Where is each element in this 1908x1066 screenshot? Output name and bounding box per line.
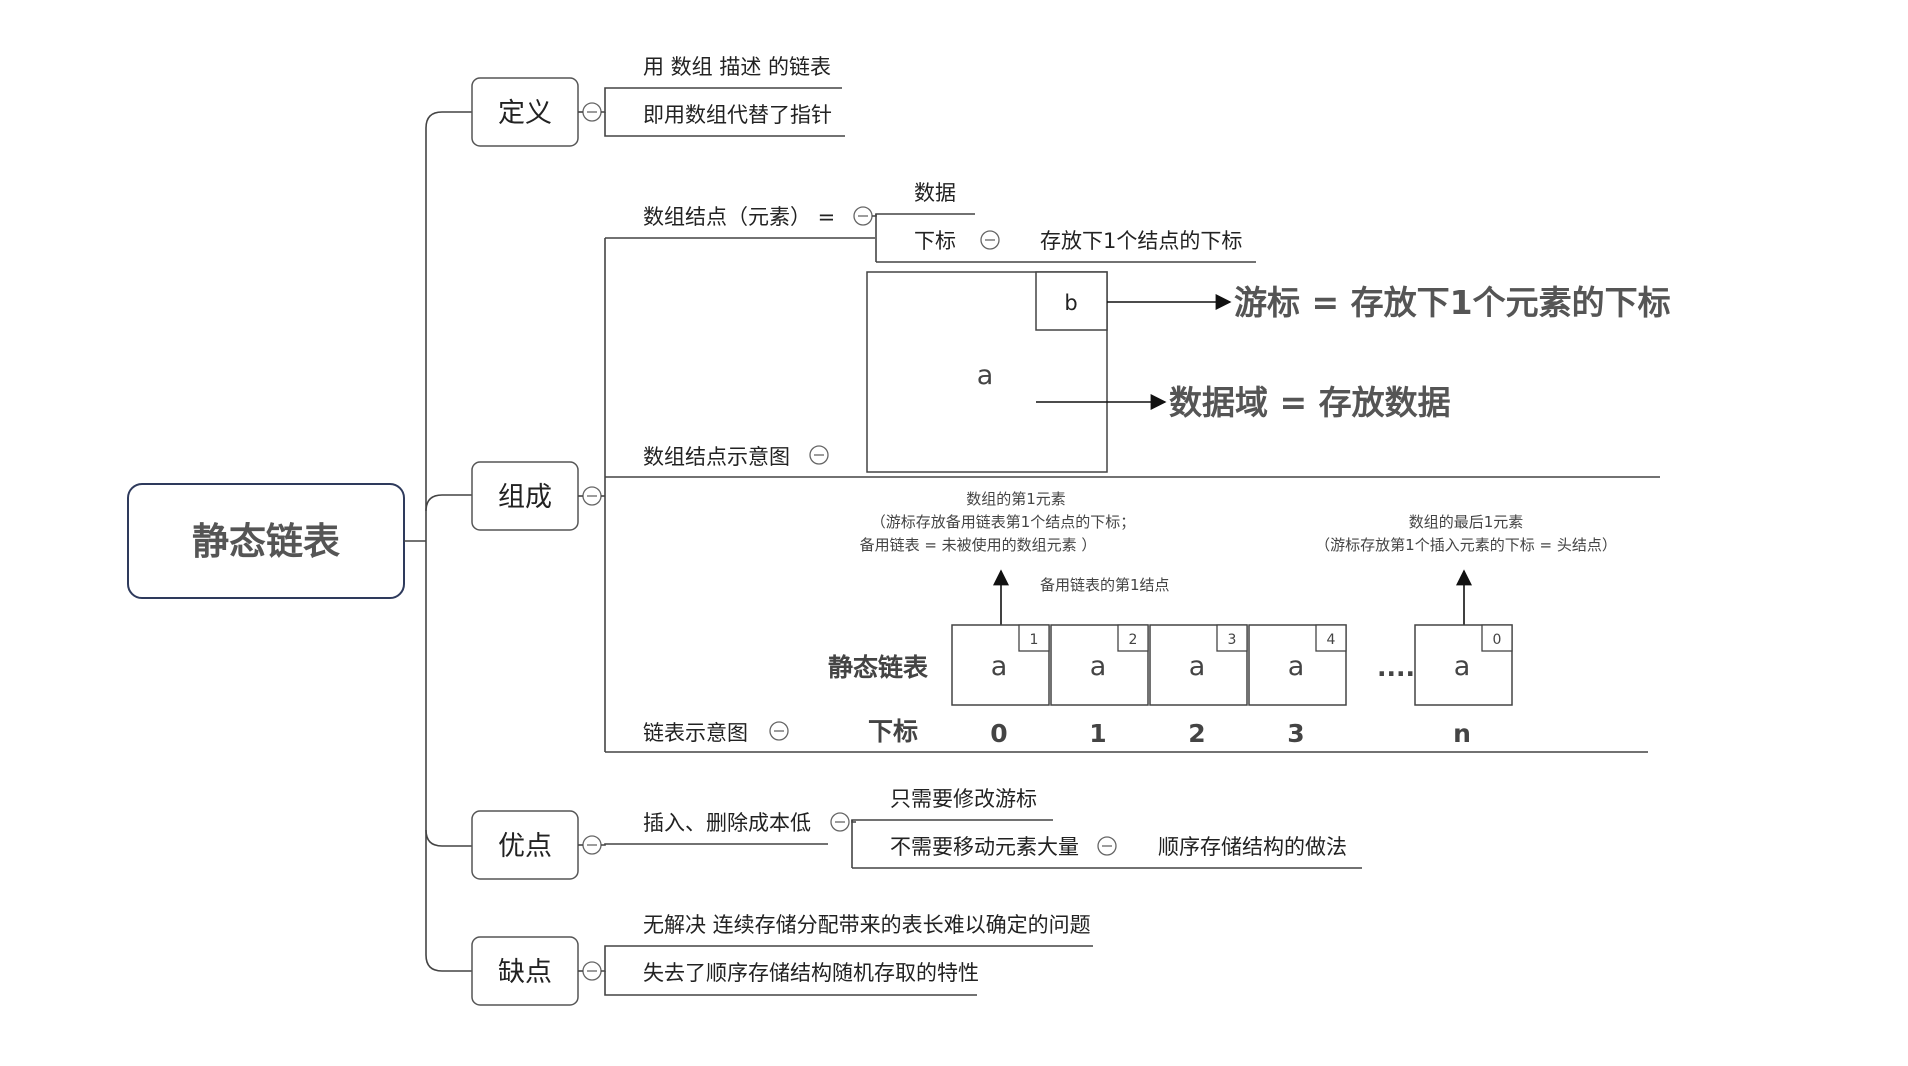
topic-definition[interactable]: 定义 xyxy=(471,77,579,147)
cell-cursor: 3 xyxy=(1228,632,1237,648)
collapse-index-icon[interactable] xyxy=(980,230,1000,250)
cell-index: 3 xyxy=(1287,719,1304,748)
disadvantages-item-2: 失去了顺序存储结构随机存取的特性 xyxy=(643,961,979,985)
collapse-advantages-item-icon[interactable] xyxy=(830,812,850,832)
list-diagram-label: 链表示意图 xyxy=(643,721,748,745)
cell-data: a xyxy=(1189,651,1206,682)
node-child-index: 下标 xyxy=(914,229,956,253)
cell-cursor-box xyxy=(1018,624,1050,652)
topic-composition-label: 组成 xyxy=(498,482,552,513)
node-label: 数组结点（元素） = xyxy=(643,205,835,229)
list-cell: 3 a 2 xyxy=(1149,624,1248,748)
list-cells: 1 a 0 2 a 1 3 a 2 4 a 3 0 a n xyxy=(951,624,1513,748)
advantages-connectors xyxy=(578,819,1362,869)
cell-data: a xyxy=(1454,651,1471,682)
cell-index: n xyxy=(1453,719,1471,748)
data-desc: 数据域 = 存放数据 xyxy=(1169,383,1451,422)
root-title: 静态链表 xyxy=(192,520,340,563)
node-diagram-label: 数组结点示意图 xyxy=(643,445,790,469)
topic-disadvantages-label: 缺点 xyxy=(498,957,552,988)
advantages-child-2: 不需要移动元素大量 xyxy=(890,835,1079,859)
topic-advantages[interactable]: 优点 xyxy=(471,810,579,880)
cell-cursor: 0 xyxy=(1493,632,1502,648)
topic-disadvantages[interactable]: 缺点 xyxy=(471,936,579,1006)
collapse-composition-icon[interactable] xyxy=(582,486,602,506)
cell-data: a xyxy=(991,651,1008,682)
topic-advantages-label: 优点 xyxy=(498,831,552,862)
cell-cursor-box xyxy=(1216,624,1248,652)
cell-cursor: 1 xyxy=(1030,632,1039,648)
node-data-char: a xyxy=(977,360,994,391)
disadvantages-item-1: 无解决 连续存储分配带来的表长难以确定的问题 xyxy=(643,913,1091,937)
cell-cursor-box xyxy=(1117,624,1149,652)
index-row-label: 下标 xyxy=(868,717,918,746)
cell-index: 2 xyxy=(1188,719,1205,748)
cursor-desc: 游标 = 存放下1个元素的下标 xyxy=(1234,283,1671,322)
collapse-definition-icon[interactable] xyxy=(582,102,602,122)
collapse-node-diagram-icon[interactable] xyxy=(809,445,829,465)
ellipsis: .... xyxy=(1377,653,1415,682)
definition-item-1: 用 数组 描述 的链表 xyxy=(643,55,831,79)
topic-definition-label: 定义 xyxy=(498,98,552,129)
advantages-child-1: 只需要修改游标 xyxy=(890,787,1037,811)
topic-composition[interactable]: 组成 xyxy=(471,461,579,531)
first-elem-title: 数组的第1元素 xyxy=(966,490,1066,508)
list-cell: 4 a 3 xyxy=(1248,624,1347,748)
cell-cursor-box xyxy=(1315,624,1347,652)
static-list-row-label: 静态链表 xyxy=(828,653,929,682)
last-elem-title: 数组的最后1元素 xyxy=(1409,513,1524,531)
advantages-item: 插入、删除成本低 xyxy=(643,811,811,835)
advantages-note: 顺序存储结构的做法 xyxy=(1158,835,1347,859)
definition-item-2: 即用数组代替了指针 xyxy=(643,103,832,127)
list-cell: 2 a 1 xyxy=(1050,624,1149,748)
cursor-box xyxy=(1035,271,1108,331)
spare-first-label: 备用链表的第1结点 xyxy=(1040,576,1170,594)
last-elem-line1: （游标存放第1个插入元素的下标 = 头结点） xyxy=(1315,536,1617,554)
disadvantages-connectors xyxy=(578,945,1093,996)
definition-connectors xyxy=(578,87,845,137)
list-diagram: 数组的第1元素 （游标存放备用链表第1个结点的下标； 备用链表 = 未被使用的数… xyxy=(828,490,1617,748)
collapse-list-diagram-icon[interactable] xyxy=(769,721,789,741)
cell-cursor-box xyxy=(1481,624,1513,652)
collapse-advantages-icon[interactable] xyxy=(582,835,602,855)
collapse-advantages-child-icon[interactable] xyxy=(1097,836,1117,856)
cell-cursor: 4 xyxy=(1327,632,1336,648)
list-cell: 1 a 0 xyxy=(951,624,1050,748)
cell-box xyxy=(1050,624,1149,706)
cell-data: a xyxy=(1090,651,1107,682)
collapse-node-icon[interactable] xyxy=(853,206,873,226)
composition-connectors xyxy=(578,237,1660,753)
first-elem-line2: 备用链表 = 未被使用的数组元素 ） xyxy=(860,536,1097,554)
root-topic[interactable]: 静态链表 xyxy=(127,483,405,599)
cell-cursor: 2 xyxy=(1129,632,1138,648)
root-connectors xyxy=(404,111,472,972)
node-diagram: a b 游标 = 存放下1个元素的下标 数据域 = 存放数据 xyxy=(866,271,1671,473)
collapse-disadvantages-icon[interactable] xyxy=(582,961,602,981)
index-note: 存放下1个结点的下标 xyxy=(1040,229,1242,253)
cell-index: 1 xyxy=(1089,719,1106,748)
node-child-data: 数据 xyxy=(914,181,956,205)
cell-data: a xyxy=(1288,651,1305,682)
node-connectors xyxy=(872,213,1256,263)
first-elem-line1: （游标存放备用链表第1个结点的下标； xyxy=(871,513,1136,531)
list-cell: 0 a n xyxy=(1414,624,1513,748)
cell-index: 0 xyxy=(990,719,1007,748)
node-cursor-char: b xyxy=(1064,291,1077,315)
